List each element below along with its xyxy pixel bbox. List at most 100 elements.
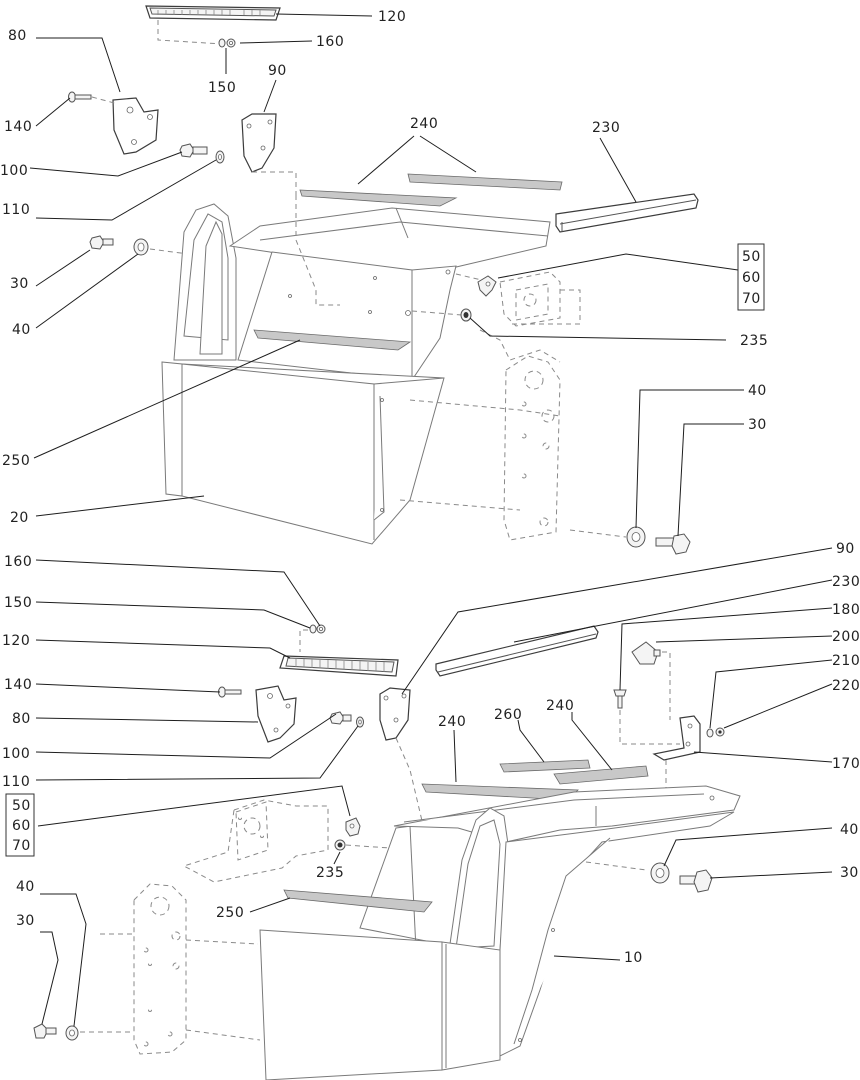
- washer-150-bottom: [309, 624, 317, 634]
- mounting-bracket-hidden-bottom: [182, 799, 329, 883]
- label-210: 210: [832, 653, 860, 669]
- label-110-top: 110: [2, 202, 30, 218]
- nut-160-top: [226, 38, 236, 48]
- label-140-bottom: 140: [4, 677, 32, 693]
- leader-lines: [29, 13, 833, 1027]
- label-box-50-60-70-top: 50 60 70: [737, 243, 765, 311]
- label-240-bottom-b: 240: [546, 698, 574, 714]
- washer-40-bottom-right: [650, 862, 670, 884]
- label-box-top-70: 70: [742, 291, 761, 307]
- label-100-bottom: 100: [2, 746, 30, 762]
- bracket-80-top: [112, 97, 159, 155]
- washer-110-bottom: [356, 716, 364, 728]
- washer-40-top-left: [133, 238, 149, 256]
- nut-160-bottom: [316, 624, 326, 634]
- label-220: 220: [832, 678, 860, 694]
- label-170: 170: [832, 756, 860, 772]
- label-235-top: 235: [740, 333, 768, 349]
- label-box-bottom-60: 60: [12, 818, 31, 834]
- washer-150-top: [218, 38, 226, 48]
- bracket-170: [652, 715, 701, 761]
- part-labels: 120 160 150 80 90 140 100 110 240 230 30…: [0, 9, 860, 966]
- washer-110-top: [215, 150, 225, 164]
- bolt-100-top: [179, 143, 208, 158]
- label-30-bottom-right: 30: [840, 865, 859, 881]
- bolt-30-top-left: [89, 235, 114, 250]
- label-120-top: 120: [378, 9, 406, 25]
- nut-220: [715, 727, 725, 737]
- label-240-top: 240: [410, 116, 438, 132]
- label-230-bottom: 230: [832, 574, 860, 590]
- bolt-100-bottom: [329, 711, 352, 725]
- step-plate-120-bottom: [279, 655, 399, 677]
- assembly-10: [33, 624, 741, 1080]
- label-230-top: 230: [592, 120, 620, 136]
- label-box-top-60: 60: [742, 270, 761, 286]
- screw-180: [613, 689, 627, 709]
- strip-240-top-b: [407, 173, 563, 191]
- label-260: 260: [494, 707, 522, 723]
- label-200: 200: [832, 629, 860, 645]
- label-box-bottom-70: 70: [12, 838, 31, 854]
- label-150-top: 150: [208, 80, 236, 96]
- label-90-top: 90: [268, 63, 287, 79]
- bracket-80-bottom: [255, 685, 297, 743]
- bracket-90-bottom: [379, 687, 411, 741]
- label-240-bottom-a: 240: [438, 714, 466, 730]
- cabinet-body-20: [161, 203, 551, 545]
- label-40-top-left: 40: [12, 322, 31, 338]
- bolt-30-bottom-right: [679, 869, 713, 893]
- label-30-top-right: 30: [748, 417, 767, 433]
- label-100-top: 100: [0, 163, 28, 179]
- bolt-140-top: [68, 91, 92, 103]
- label-30-top-left: 30: [10, 276, 29, 292]
- label-150-bottom: 150: [4, 595, 32, 611]
- label-80-bottom: 80: [12, 711, 31, 727]
- label-140-top: 140: [4, 119, 32, 135]
- label-40-top-right: 40: [748, 383, 767, 399]
- assembly-20: [68, 5, 699, 555]
- bracket-90-top: [241, 113, 277, 173]
- strip-240-bottom-b: [553, 765, 649, 785]
- step-plate-120-top: [145, 5, 281, 21]
- washer-40-bottom-left: [65, 1025, 79, 1041]
- label-30-bottom-left: 30: [16, 913, 35, 929]
- label-160-top: 160: [316, 34, 344, 50]
- washer-40-top-right: [626, 526, 646, 548]
- cabinet-body-10: [259, 785, 741, 1080]
- label-10: 10: [624, 950, 643, 966]
- label-90-bottom: 90: [836, 541, 855, 557]
- label-20: 20: [10, 510, 29, 526]
- nut-235-bottom: [334, 839, 346, 851]
- label-250-bottom: 250: [216, 905, 244, 921]
- knob-200: [631, 641, 661, 665]
- rail-230-bottom: [435, 625, 599, 677]
- label-160-bottom: 160: [4, 554, 32, 570]
- strip-250-top: [253, 329, 412, 351]
- washer-210: [706, 728, 714, 738]
- bolt-30-top-right: [655, 533, 691, 555]
- label-120-bottom: 120: [2, 633, 30, 649]
- mounting-plate-hidden-bottom: [133, 883, 187, 1055]
- latch-50-60-70-bottom: [345, 817, 361, 837]
- label-box-bottom-50: 50: [12, 798, 31, 814]
- label-40-bottom-left: 40: [16, 879, 35, 895]
- bolt-30-bottom-left: [33, 1023, 57, 1039]
- nut-235-top: [460, 308, 472, 322]
- label-180: 180: [832, 602, 860, 618]
- label-box-50-60-70-bottom: 50 60 70: [5, 793, 35, 857]
- label-235-bottom: 235: [316, 865, 344, 881]
- strip-250-bottom: [283, 889, 433, 913]
- strip-260: [499, 759, 591, 773]
- strip-240-top-a: [299, 189, 458, 207]
- label-box-top-50: 50: [742, 249, 761, 265]
- rail-230-top: [555, 193, 699, 233]
- bolt-140-bottom: [218, 686, 242, 698]
- latch-50-60-70-top: [477, 275, 497, 297]
- mounting-bracket-hidden-top: [479, 271, 561, 541]
- label-110-bottom: 110: [2, 774, 30, 790]
- label-250-top: 250: [2, 453, 30, 469]
- label-80-top: 80: [8, 28, 27, 44]
- label-40-bottom-right: 40: [840, 822, 859, 838]
